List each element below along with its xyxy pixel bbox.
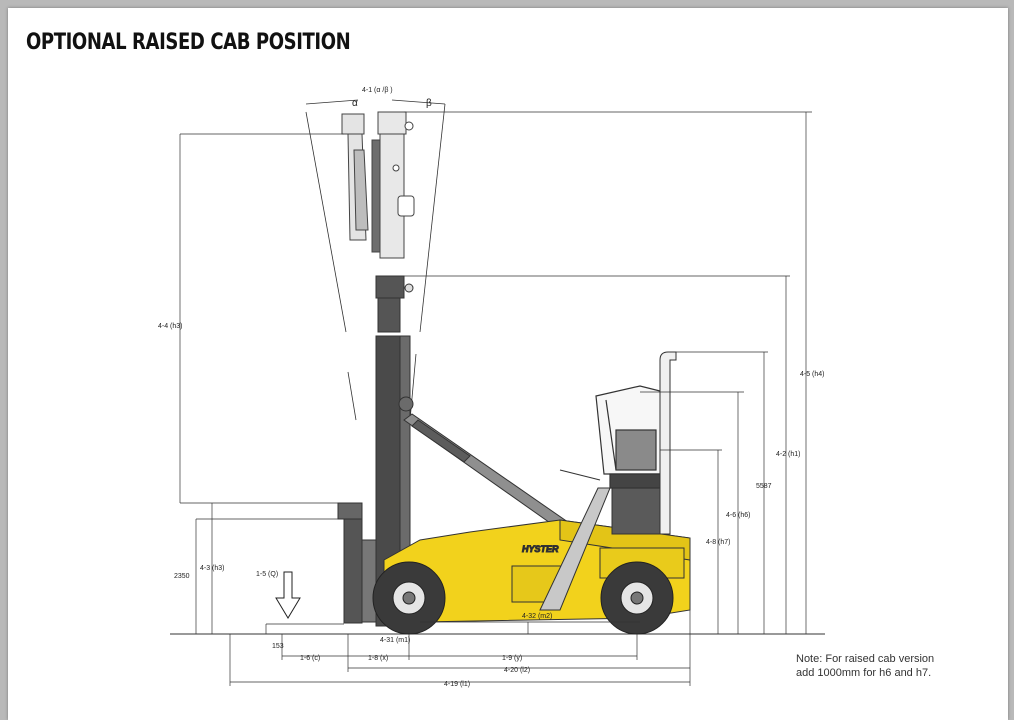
- tilt-label: 4-1 (α /β ): [362, 87, 393, 94]
- h6-label: 4-6 (h6): [726, 512, 751, 519]
- val-153: 153: [272, 643, 284, 650]
- l2-label: 4-20 (l2): [504, 667, 530, 674]
- tilt-range-lines: [305, 99, 446, 421]
- exhaust-stack: [659, 351, 677, 535]
- counterweight: [611, 483, 661, 535]
- h3-label: 4-3 (h3): [200, 565, 225, 572]
- h3-full-label: 4-4 (h3): [158, 323, 183, 330]
- dimension-labels: 4-1 (α /β ) α β 4-4 (h3) 4-5 (h4) 4-2 (h…: [158, 87, 825, 688]
- alpha-label: α: [352, 98, 358, 109]
- beta-label: β: [426, 98, 432, 109]
- load-label: 1-5 (Q): [256, 571, 278, 578]
- rear-wheel: [600, 561, 674, 635]
- front-wheel: [372, 561, 446, 635]
- access-ladder: [539, 469, 611, 611]
- val-2350: 2350: [174, 573, 190, 580]
- load-arrow: [275, 571, 301, 619]
- brand-label: HYSTER: [522, 544, 559, 554]
- val-5587: 5587: [756, 483, 772, 490]
- note-line-2: add 1000mm for h6 and h7.: [796, 667, 932, 679]
- dimension-lines: [179, 111, 812, 686]
- tilted-mast-ghost: [341, 113, 369, 241]
- page-title: OPTIONAL RAISED CAB POSITION: [26, 30, 351, 55]
- h7-label: 4-8 (h7): [706, 539, 731, 546]
- mast-upper-section: [371, 111, 415, 259]
- m1-label: 4-31 (m1): [380, 637, 410, 644]
- m2-label: 4-32 (m2): [522, 613, 552, 620]
- operator-cab: [595, 385, 665, 489]
- l1-label: 4-19 (l1): [444, 681, 470, 688]
- h4-label: 4-5 (h4): [800, 371, 825, 378]
- note-line-1: Note: For raised cab version: [796, 653, 935, 665]
- raised-cab-note: Note: For raised cab version add 1000mm …: [796, 652, 986, 680]
- h1-label: 4-2 (h1): [776, 451, 801, 458]
- x-label: 1-8 (x): [368, 655, 388, 662]
- c-label: 1-6 (c): [300, 655, 320, 662]
- fork-carriage: [337, 502, 377, 624]
- y-label: 1-9 (y): [502, 655, 522, 662]
